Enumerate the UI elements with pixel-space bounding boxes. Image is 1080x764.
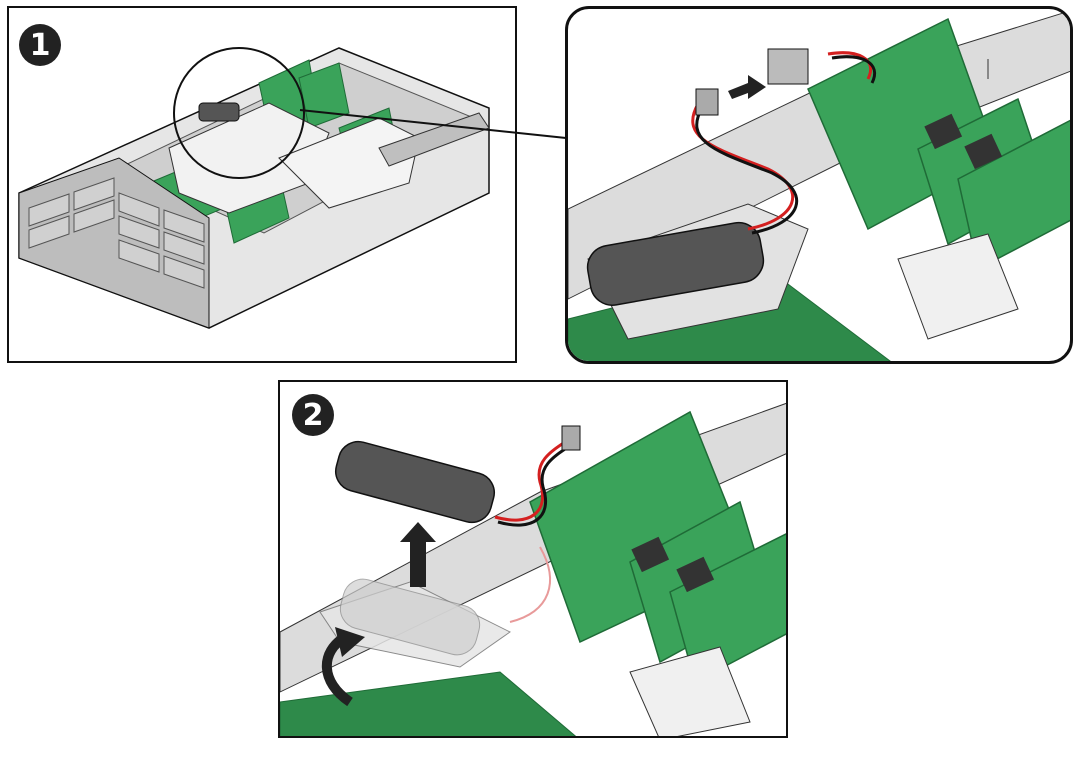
arrow-icon [728,75,766,99]
server-overview-panel: 1 [7,6,517,363]
arrow-icon [400,522,436,587]
battery-removal-panel: 2 [278,380,788,738]
connector-icon [561,425,581,451]
battery-icon [586,221,765,306]
server-chassis-illustration [18,47,490,329]
connector-icon [767,48,809,85]
step-2-badge: 2 [292,394,334,436]
arrow-icon [335,627,365,657]
battery-cable-detail-illustration [568,10,1070,361]
step-1-badge: 1 [19,24,61,66]
battery-icon [335,440,495,524]
battery-cable-detail-panel [565,6,1073,364]
connector-icon [695,88,719,116]
battery-icon [198,102,240,122]
battery-removal-illustration [280,402,786,736]
